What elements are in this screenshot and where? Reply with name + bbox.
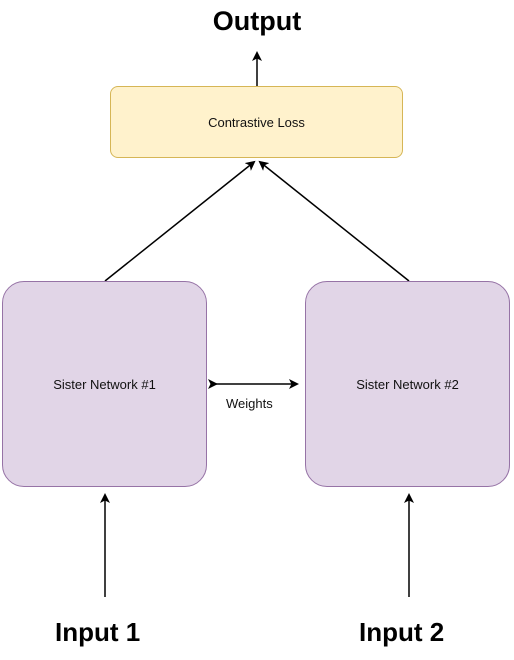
weights-label: Weights (226, 396, 273, 411)
sister-network-2-box: Sister Network #2 (305, 281, 510, 487)
sister-network-2-label: Sister Network #2 (356, 376, 459, 392)
contrastive-loss-box: Contrastive Loss (110, 86, 403, 158)
sister-network-1-label: Sister Network #1 (53, 376, 156, 392)
input-1-label: Input 1 (55, 617, 141, 647)
arrow-sister-1-to-loss (104, 160, 256, 282)
sister-network-1-box: Sister Network #1 (2, 281, 207, 487)
output-label: Output (212, 6, 302, 36)
contrastive-loss-label: Contrastive Loss (208, 114, 305, 130)
input-2-label: Input 2 (359, 617, 445, 647)
arrow-sister-2-to-loss (258, 160, 410, 282)
